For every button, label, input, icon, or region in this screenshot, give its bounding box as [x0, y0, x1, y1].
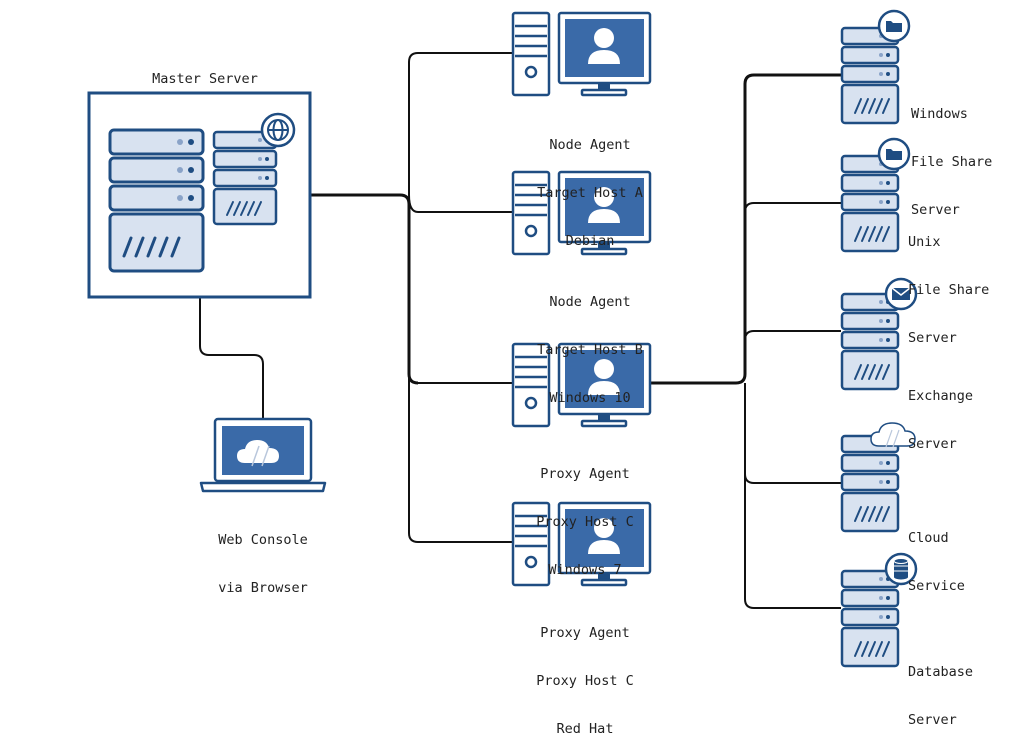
workstation-target-host-a [511, 11, 652, 97]
host-c-windows-name: Proxy Host C [536, 514, 634, 530]
host-b-role: Node Agent [549, 294, 631, 310]
cloud-icon [870, 422, 916, 448]
console-label-line2: via Browser [218, 580, 308, 596]
windows-file-share-line3: Server [911, 202, 960, 218]
link-exchange [744, 330, 841, 341]
database-icon [884, 552, 918, 586]
server-unix-file-share [840, 137, 911, 253]
cloud-service-line2: Service [908, 578, 965, 594]
master-server-title: Master Server [152, 71, 258, 87]
host-b-label: Node Agent Target Host B Windows 10 [510, 262, 670, 422]
folder-icon [877, 9, 911, 43]
host-b-name: Target Host B [537, 342, 643, 358]
database-line2: Server [908, 712, 957, 728]
cloud-service-line1: Cloud [908, 530, 949, 546]
mail-icon [884, 277, 918, 311]
proxy-to-services-trunk [650, 73, 841, 385]
cloud-service-label: Cloud Service [908, 498, 965, 610]
unix-file-share-line3: Server [908, 330, 957, 346]
server-exchange [840, 277, 918, 391]
unix-file-share-line1: Unix [908, 234, 941, 250]
windows-file-share-line2: File Share [911, 154, 993, 170]
host-c-windows-role: Proxy Agent [540, 466, 630, 482]
laptop-icon [199, 417, 327, 493]
unix-file-share-label: Unix File Share Server [908, 202, 989, 362]
host-c-windows-label: Proxy Agent Proxy Host C Windows 7 [505, 434, 665, 594]
unix-file-share-line2: File Share [908, 282, 990, 298]
folder-icon [877, 137, 911, 171]
server-cloud-service [840, 422, 916, 533]
database-label: Database Server [908, 632, 973, 744]
master-to-console [199, 298, 264, 419]
link-host-a [408, 52, 512, 195]
console-label-line1: Web Console [218, 532, 308, 548]
exchange-line1: Exchange [908, 388, 974, 404]
console-label: Web Console via Browser [190, 500, 336, 612]
exchange-line2: Server [908, 436, 957, 452]
database-line1: Database [908, 664, 974, 680]
main-server-icon [108, 128, 205, 273]
master-server [87, 91, 312, 299]
master-trunk [311, 193, 419, 385]
host-a-name: Target Host A [537, 185, 643, 201]
link-cloud [744, 383, 841, 484]
windows-file-share-label: Windows File Share Server [911, 74, 992, 234]
globe-icon [260, 112, 296, 148]
link-database [744, 474, 841, 609]
server-windows-file-share [840, 9, 911, 125]
host-c-redhat-os: Red Hat [556, 721, 614, 737]
host-b-os: Windows 10 [549, 390, 631, 406]
host-c-windows-os: Windows 7 [548, 562, 622, 578]
host-c-redhat-label: Proxy Agent Proxy Host C Red Hat [505, 593, 665, 753]
network-diagram [87, 9, 918, 668]
windows-file-share-line1: Windows [911, 106, 968, 122]
server-database [840, 552, 918, 668]
host-a-os: Debian [565, 233, 615, 249]
connection-lines [199, 52, 841, 609]
exchange-label: Exchange Server [908, 356, 973, 468]
link-unix-share [744, 202, 841, 213]
host-a-label: Node Agent Target Host A Debian [510, 105, 670, 265]
web-server-icon [212, 130, 278, 226]
link-host-b [408, 194, 512, 213]
host-a-role: Node Agent [549, 137, 631, 153]
link-host-d [408, 374, 512, 543]
host-c-redhat-role: Proxy Agent [540, 625, 630, 641]
host-c-redhat-name: Proxy Host C [536, 673, 634, 689]
